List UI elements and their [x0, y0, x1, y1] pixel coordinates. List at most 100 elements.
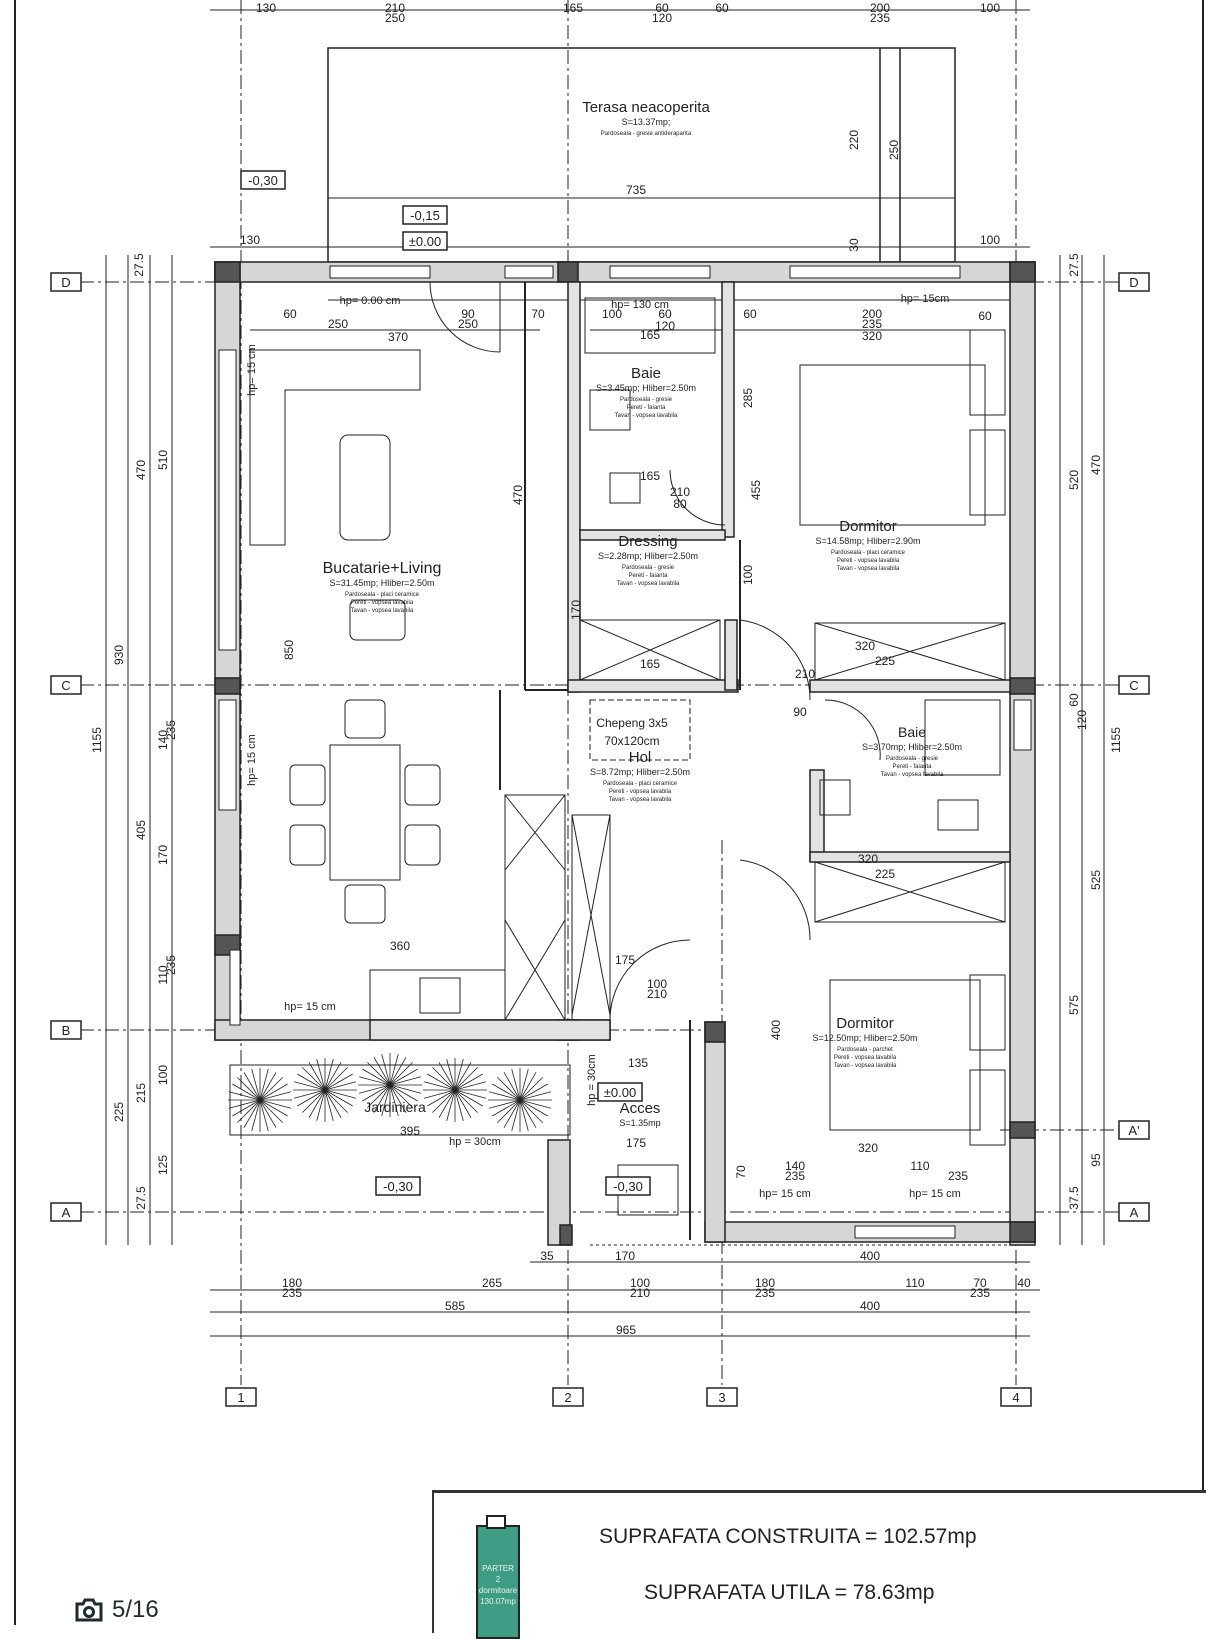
dimension-label: 100: [602, 307, 622, 321]
dimension-label: 320: [862, 329, 882, 343]
axis-col-label: 4: [1012, 1390, 1019, 1405]
room-area: S=3.70mp; Hliber=2.50m: [862, 742, 962, 752]
axis-row-label: D: [1129, 275, 1138, 290]
dimension-label: 60: [978, 309, 992, 323]
dimension-label: 405: [134, 820, 148, 840]
dimension-label: 170: [156, 845, 170, 865]
level-mark-box: [597, 1082, 643, 1102]
dimension-label: 100: [156, 1065, 170, 1085]
dimension-label: 265: [482, 1276, 502, 1290]
dimension-label: 400: [860, 1249, 880, 1263]
dimension-label: 320: [858, 852, 878, 866]
dimension-label: 235: [970, 1286, 990, 1300]
dimension-label: 210: [385, 1, 405, 15]
axis-row-label-box: [1118, 1120, 1150, 1140]
dimension-label: 135: [628, 1056, 648, 1070]
height-note: hp= 15 cm: [284, 1001, 336, 1013]
room-area: S=8.72mp; Hliber=2.50m: [590, 767, 690, 777]
area-legend: PARTER 2 dormitoare 130.07mp SUPRAFATA C…: [432, 1490, 1206, 1639]
room-finish: Pardoseala - gresie: [886, 756, 939, 762]
dimension-label: 70: [531, 307, 545, 321]
dimension-label: 965: [616, 1323, 636, 1337]
axis-row-label-box: [50, 1202, 82, 1222]
dimension-label: 70: [973, 1276, 987, 1290]
level-mark: ±0.00: [409, 234, 441, 249]
axis-row-label: D: [61, 275, 70, 290]
dimension-label: 27.5: [1067, 253, 1081, 277]
windows: [218, 265, 1032, 1239]
room-name: Hol: [629, 749, 652, 766]
room-finish: Tavan - vopsea lavabila: [837, 566, 900, 572]
dimension-label: 225: [875, 654, 895, 668]
dimension-label: 235: [785, 1169, 805, 1183]
axis-row-label-box: [1118, 272, 1150, 292]
level-mark-box: [402, 205, 448, 225]
floor-thumbnail: PARTER 2 dormitoare 130.07mp: [476, 1515, 520, 1639]
room-finish: Pereti - vopsea lavabila: [351, 600, 414, 606]
axis-col-label: 3: [718, 1390, 725, 1405]
dimension-label: 70: [734, 1165, 748, 1179]
room-finish: Pardoseala - placi ceramice: [603, 781, 678, 787]
planter-plants: [228, 1053, 552, 1132]
room-name: Jardiniera: [364, 1099, 426, 1115]
dimension-label: 165: [640, 469, 660, 483]
axis-col-label: 1: [237, 1390, 244, 1405]
axis-row-label: A: [1130, 1205, 1139, 1220]
dimension-label: 525: [1089, 870, 1103, 890]
dimension-label: 165: [563, 1, 583, 15]
room-finish: Tavan - vopsea lavabila: [881, 772, 944, 778]
room-name: Dormitor: [836, 1015, 894, 1032]
axis-row-label-box: [1118, 675, 1150, 695]
level-mark: -0,30: [248, 173, 278, 188]
room-finish: Tavan - vopsea lavabila: [617, 581, 680, 587]
dimension-label: 1155: [1109, 727, 1123, 753]
room-area: S=13.37mp;: [622, 117, 671, 127]
dimension-label: 370: [388, 330, 408, 344]
furniture: [229, 297, 1010, 1246]
room-finish: Pereti - faianta: [892, 764, 932, 770]
room-finish: Pardoseala - placi ceramice: [345, 592, 420, 598]
thumbnail-chimney: [486, 1515, 506, 1529]
dimension-label: 250: [887, 140, 901, 160]
level-mark: -0,30: [613, 1179, 643, 1194]
height-note: hp= 15cm: [901, 293, 950, 305]
dimension-label: 110: [156, 965, 170, 984]
height-note: hp= 15 cm: [246, 734, 258, 786]
dimension-label: 395: [400, 1124, 420, 1138]
dimension-label: 225: [112, 1102, 126, 1122]
dimension-label: 320: [855, 639, 875, 653]
dimension-label: 170: [569, 600, 583, 620]
doors: [429, 281, 881, 1021]
room-area: S=2.28mp; Hliber=2.50m: [598, 551, 698, 561]
plant-icon: [293, 1058, 357, 1122]
dimension-label: 120: [652, 11, 672, 25]
dimension-label: 235: [755, 1286, 775, 1300]
usable-area: SUPRAFATA UTILA = 78.63mp: [644, 1581, 935, 1604]
height-note: hp = 30cm: [586, 1054, 598, 1106]
dimension-label: 60: [1067, 693, 1081, 707]
axis-col-label-box: [225, 1387, 257, 1407]
dimension-label: 235: [862, 317, 882, 331]
dimension-label: 470: [1089, 455, 1103, 475]
dimension-label: 120: [655, 319, 675, 333]
photo-counter[interactable]: 5/16: [74, 1596, 159, 1624]
room-finish: Pereti - vopsea lavabila: [834, 1055, 897, 1061]
dimension-label: 250: [385, 11, 405, 25]
dimension-label: 40: [1017, 1276, 1031, 1290]
room-name: Dormitor: [839, 518, 897, 535]
dimension-label: 100: [647, 977, 667, 991]
dimension-label: 200: [862, 307, 882, 321]
room-area: S=31.45mp; Hliber=2.50m: [329, 578, 434, 588]
camera-icon: [75, 1598, 103, 1622]
hatch-size: 70x120cm: [604, 734, 659, 748]
axis-row-label: B: [62, 1023, 71, 1038]
dimension-label: 735: [626, 183, 646, 197]
dimension-label: 140: [156, 730, 170, 750]
dimension-label: 235: [164, 720, 178, 740]
dimension-label: 100: [980, 1, 1000, 15]
plant-icon: [488, 1068, 552, 1132]
axis-row-label-box: [50, 675, 82, 695]
room-area: S=1.35mp: [619, 1118, 660, 1128]
room-area: S=12.50mp; Hliber=2.50m: [812, 1033, 917, 1043]
built-area: SUPRAFATA CONSTRUITA = 102.57mp: [599, 1525, 977, 1548]
